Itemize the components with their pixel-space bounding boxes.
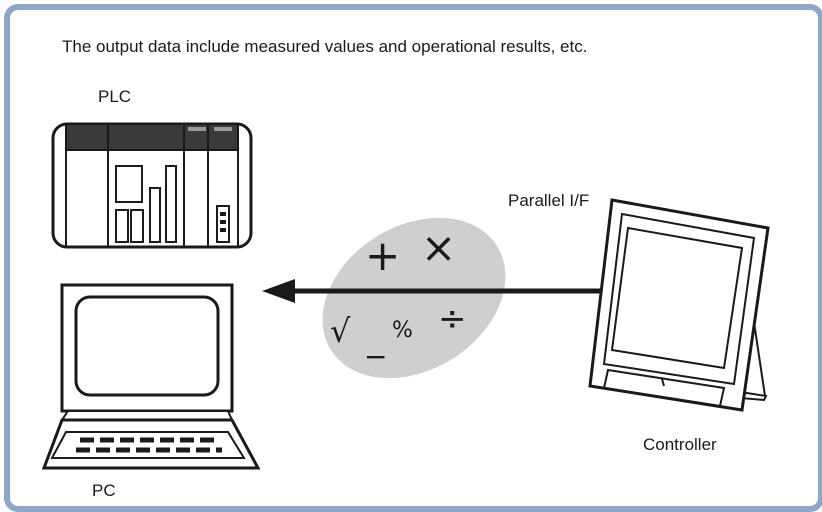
operation-bubble [322, 217, 506, 379]
times-operator-icon: × [421, 223, 456, 272]
plus-operator-icon: + [365, 231, 400, 280]
divide-operator-icon: ÷ [438, 299, 467, 339]
percent-operator-icon: % [392, 318, 413, 343]
controller-icon [588, 198, 770, 412]
data-flow-arrow [262, 279, 604, 303]
parallel-if-label: Parallel I/F [508, 191, 590, 210]
controller-label: Controller [643, 435, 717, 454]
minus-operator-icon: − [364, 340, 387, 373]
plc-label: PLC [98, 87, 132, 106]
diagram-caption: The output data include measured values … [62, 37, 588, 56]
plc-icon [51, 122, 253, 249]
root-operator-icon: √ [330, 312, 351, 350]
pc-label: PC [92, 481, 116, 500]
pc-icon [41, 283, 261, 470]
